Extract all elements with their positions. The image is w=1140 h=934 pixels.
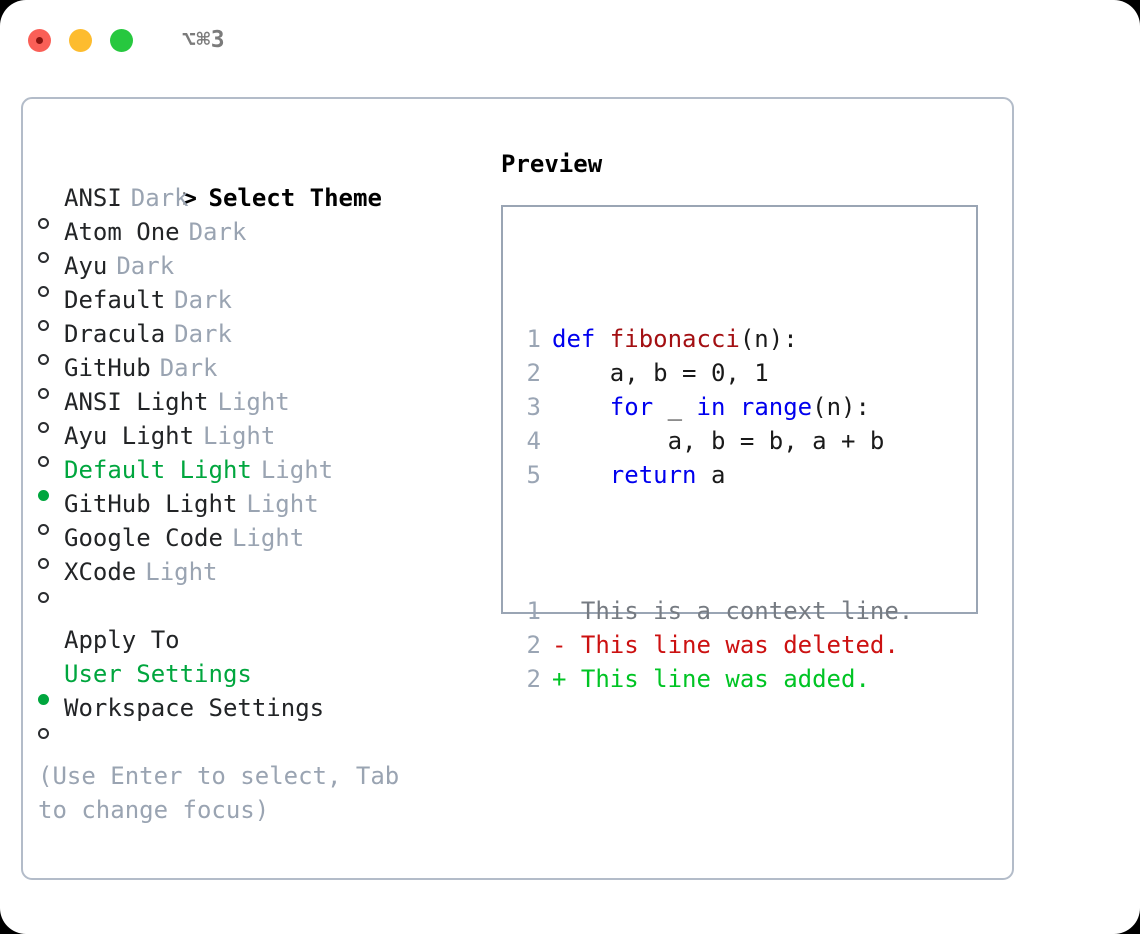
theme-item-tag: Dark: [159, 354, 218, 382]
line-number: 1: [526, 597, 541, 625]
theme-item-tag: Light: [217, 388, 290, 416]
caret-icon: >: [182, 184, 197, 212]
theme-item-google-code[interactable]: Google Code Light: [38, 521, 488, 569]
line-number: 2: [526, 631, 541, 659]
code-token: [552, 393, 610, 421]
theme-item-github-light[interactable]: GitHub Light Light: [38, 487, 488, 535]
theme-item-label: Dracula: [64, 320, 166, 348]
window-title: ⌥⌘3: [182, 26, 226, 53]
select-theme-label: Select Theme: [208, 184, 382, 212]
code-token: _: [653, 393, 697, 421]
apply-to-item-user-settings[interactable]: User Settings: [38, 657, 488, 705]
select-theme-header: > Select Theme: [38, 147, 488, 212]
code-token: a: [696, 461, 726, 489]
code-line: 4 a, b = b, a + b: [517, 424, 913, 458]
theme-item-xcode[interactable]: XCode Light: [38, 555, 488, 603]
theme-item-label: ANSI Light: [64, 388, 209, 416]
code-line: 1 def fibonacci(n):: [517, 322, 913, 356]
theme-item-label: GitHub Light: [64, 490, 238, 518]
code-token: (n):: [812, 393, 870, 421]
theme-item-label: Default: [64, 286, 166, 314]
list-spacer: [38, 589, 488, 623]
line-number: 2: [526, 359, 541, 387]
theme-item-ayu[interactable]: Ayu Dark: [38, 249, 488, 297]
theme-item-tag: Dark: [174, 320, 232, 348]
diff-line-del: 2- This line was deleted.: [517, 628, 913, 662]
diff-text: This line was added.: [566, 665, 870, 693]
theme-item-label: Ayu Light: [64, 422, 195, 450]
code-line: 5 return a: [517, 458, 913, 492]
theme-item-tag: Light: [231, 524, 305, 552]
code-token: range: [739, 393, 813, 421]
theme-item-atom-one[interactable]: Atom One Dark: [38, 215, 488, 263]
theme-item-label: Default Light: [64, 456, 252, 484]
traffic-light-group: [28, 28, 133, 52]
diff-line-ctx: 1 This is a context line.: [517, 594, 914, 628]
diff-block: 1 This is a context line.2- This line wa…: [517, 594, 914, 696]
theme-item-dracula[interactable]: Dracula Dark: [38, 317, 488, 365]
preview-title: Preview: [501, 150, 603, 178]
theme-item-label: ANSI: [64, 184, 122, 212]
title-bar: ⌥⌘3: [0, 0, 1140, 80]
theme-item-ayu-light[interactable]: Ayu Light Light: [38, 419, 488, 467]
line-number: 2: [526, 665, 541, 693]
theme-item-github[interactable]: GitHub Dark: [38, 351, 488, 399]
theme-item-label: GitHub: [64, 354, 151, 382]
diff-marker: -: [552, 631, 567, 659]
apply-to-item-label: User Settings: [64, 660, 252, 688]
code-token: a, b = 0, 1: [552, 359, 769, 387]
theme-item-default[interactable]: Default Dark: [38, 283, 488, 331]
code-token: [552, 461, 610, 489]
theme-item-tag: Light: [203, 422, 276, 450]
line-number: 5: [526, 461, 541, 489]
diff-line-add: 2 + This line was added.: [517, 662, 913, 696]
apply-to-item-workspace-settings[interactable]: Workspace Settings: [38, 691, 488, 739]
code-token: [725, 393, 739, 421]
keyboard-hint: (Use Enter to select, Tab to change focu…: [38, 762, 414, 824]
theme-item-label: Atom One: [64, 218, 180, 246]
theme-item-tag: Dark: [174, 286, 232, 314]
code-line: 2 a, b = 0, 1: [517, 356, 913, 390]
line-number: 4: [526, 427, 541, 455]
theme-item-tag: Light: [246, 490, 319, 518]
theme-item-ansi[interactable]: ANSI Dark: [38, 181, 488, 229]
theme-item-default-light[interactable]: Default Light Light: [38, 453, 488, 501]
code-token: def: [552, 325, 610, 353]
line-number: 1: [526, 325, 541, 353]
code-token: fibonacci: [609, 325, 740, 353]
code-line: 3 for _ in range(n):: [517, 390, 913, 424]
diff-marker: +: [552, 665, 567, 693]
theme-item-tag: Light: [145, 558, 218, 586]
code-token: (n):: [739, 325, 798, 353]
apply-to-item-label: Workspace Settings: [64, 694, 325, 722]
theme-item-tag: Light: [260, 456, 334, 484]
diff-text: This is a context line.: [566, 597, 914, 625]
apply-to-label: Apply To: [64, 626, 180, 654]
close-button[interactable]: [28, 28, 51, 52]
code-token: in: [696, 393, 726, 421]
diff-marker: [552, 597, 566, 625]
theme-item-ansi-light[interactable]: ANSI Light Light: [38, 385, 488, 433]
theme-item-label: XCode: [64, 558, 137, 586]
diff-text: This line was deleted.: [566, 631, 899, 659]
code-token: return: [609, 461, 697, 489]
maximize-button[interactable]: [110, 28, 133, 52]
line-number: 3: [526, 393, 541, 421]
code-token: for: [609, 393, 654, 421]
theme-item-tag: Dark: [188, 218, 247, 246]
code-token: a, b = b, a + b: [552, 427, 885, 455]
theme-item-tag: Dark: [130, 184, 189, 212]
theme-item-tag: Dark: [116, 252, 175, 280]
theme-item-label: Google Code: [64, 524, 223, 552]
minimize-button[interactable]: [69, 28, 92, 52]
theme-item-label: Ayu: [64, 252, 108, 280]
